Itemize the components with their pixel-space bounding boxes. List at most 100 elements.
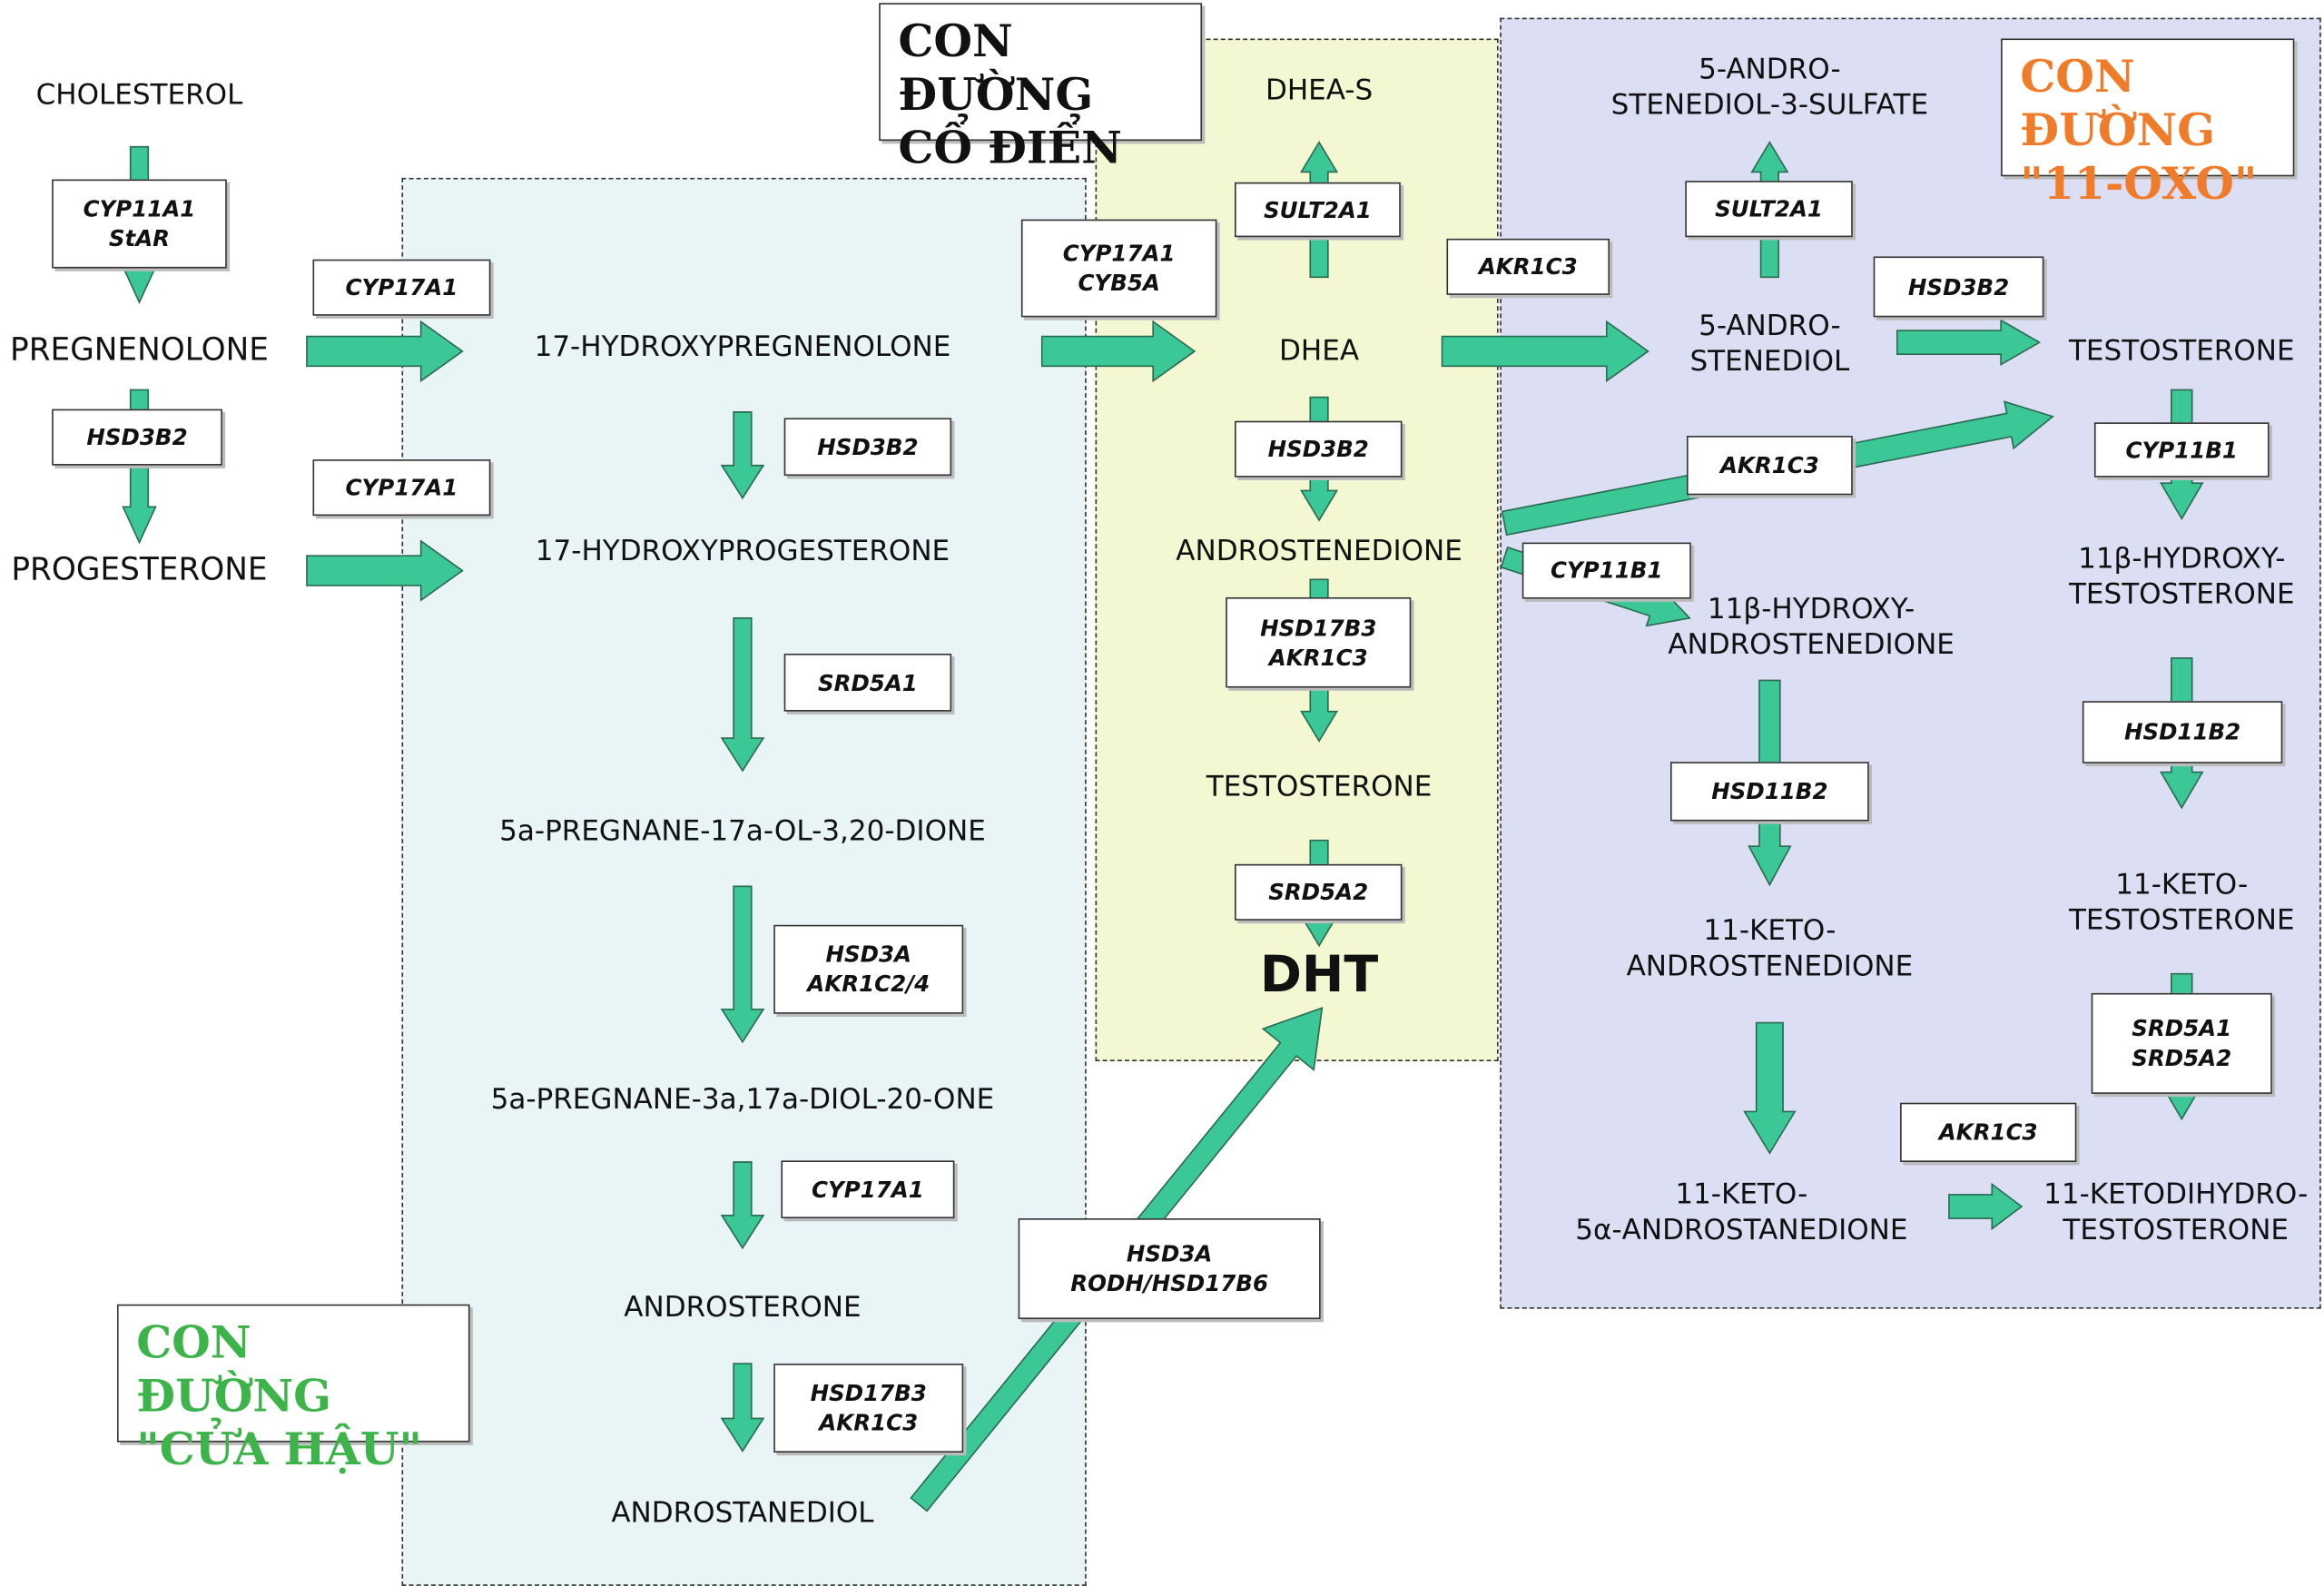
ketodihydrotestosterone-line-1: 11-KETODIHYDRO- [2043,1177,2309,1211]
enzyme-box-cyp11b1-androstenedione: CYP11B1 [1521,542,1691,599]
hsd3b2-classic-label: HSD3B2 [1267,435,1369,463]
srd5a1-oxo-label: SRD5A1 [2132,1015,2232,1042]
arrow-17ohprog-pregnane-dione [720,616,765,773]
hsd17b3-classic-label: HSD17B3 [1260,614,1377,642]
hydroxy-testosterone-line-1: 11β-HYDROXY- [2078,542,2286,576]
metabolite-11-keto-androstanedione: 11-KETO-5α-ANDROSTANEDIONE [1575,1177,1907,1247]
hsd17b3-backdoor-label: HSD17B3 [810,1379,927,1407]
keto-androstanedione-line-1: 11-KETO- [1675,1177,1808,1211]
enzyme-box-cyp17a1-preg: CYP17A1 [312,259,491,316]
sult2a1-oxo-label: SULT2A1 [1715,195,1823,222]
enzyme-box-hsd3b2-left: HSD3B2 [52,409,222,466]
androstenedione-label: ANDROSTENEDIONE [1176,535,1462,568]
akr1c3-backdoor-label: AKR1C3 [819,1409,919,1437]
progesterone-label: PROGESTERONE [11,551,268,587]
akr1c3-classic-label: AKR1C3 [1268,644,1368,671]
enzyme-box-hsd3b2-oxo: HSD3B2 [1873,256,2044,318]
enzyme-box-srd5a1-backdoor: SRD5A1 [783,653,952,712]
hsd3a-rodh-line-2: RODH/HSD17B6 [1070,1270,1269,1297]
enzyme-box-hsd11b2-b: HSD11B2 [2082,701,2283,763]
classic-title-line-2: CỔ ĐIỂN [898,123,1122,175]
oxo-pathway-title: CON ĐƯỜNG "11-OXO" [2001,38,2295,211]
androstenediol-line-1: 5-ANDRO- [1699,310,1841,343]
cyp17a1-backdoor-label: CYP17A1 [812,1176,924,1203]
enzyme-box-hsd11b2-a: HSD11B2 [1669,762,1869,822]
hydroxyprogesterone-label: 17-HYDROXYPROGESTERONE [535,535,950,568]
enzyme-box-srd5a2-classic: SRD5A2 [1234,863,1403,921]
akr1c24-label: AKR1C2/4 [807,970,931,998]
hydroxy-testosterone-line-2: TESTOSTERONE [2068,577,2295,611]
hsd11b2-b-label: HSD11B2 [2123,718,2241,746]
cyp11b1-a-label: CYP11B1 [1551,557,1663,585]
akr1c3-dhea-label: AKR1C3 [1478,253,1578,281]
arrow-ketoandrostenedione-ketoandrostanedione [1743,1021,1797,1155]
keto-androstenedione-line-2: ANDROSTENEDIONE [1626,950,1914,983]
arrow-dhea-androstenediol [1441,320,1649,383]
akr1c3-diagonal-label: AKR1C3 [1719,451,1819,479]
cyp17a1-cyb5a-line-1: CYP17A1 [1062,240,1176,267]
metabolite-11-ketodihydrotestosterone: 11-KETODIHYDRO-TESTOSTERONE [2043,1177,2308,1247]
metabolite-pregnane-diol: 5a-PREGNANE-3a,17a-DIOL-20-ONE [491,1082,995,1118]
hsd3b2-oxo-label: HSD3B2 [1907,273,2010,300]
backdoor-pathway-title: CON ĐƯỜNG "CỬA HẬU" [116,1304,470,1476]
androstenediol-sulfate-line-2: STENEDIOL-3-SULFATE [1610,88,1929,122]
arrow-androsterone-androstanediol [720,1363,765,1453]
dhea-label: DHEA [1279,334,1360,368]
srd5a2-classic-label: SRD5A2 [1268,879,1369,906]
cyp11b1-b-label: CYP11B1 [2125,436,2238,464]
hsd11b2-a-label: HSD11B2 [1711,778,1828,805]
enzyme-box-hsd3b2-backdoor: HSD3B2 [783,418,952,477]
metabolite-pregnane-dione: 5a-PREGNANE-17a-OL-3,20-DIONE [499,813,986,849]
classic-pathway-title: CON ĐƯỜNG CỔ ĐIỂN [879,3,1203,175]
metabolite-androsterone: ANDROSTERONE [624,1289,861,1325]
enzyme-box-akr1c3-dhea: AKR1C3 [1446,238,1610,295]
enzyme-box-cyp17a1-prog: CYP17A1 [312,459,491,517]
metabolite-11b-hydroxy-androstenedione: 11β-HYDROXY-ANDROSTENEDIONE [1668,591,1955,662]
oxo-title-line-2: "11-OXO" [2020,158,2258,211]
keto-testosterone-line-1: 11-KETO- [2115,868,2249,901]
keto-androstenedione-line-1: 11-KETO- [1703,914,1837,948]
classic-title-line-1: CON ĐƯỜNG [898,15,1094,122]
arrow-17ohpreg-dhea [1040,320,1196,383]
metabolite-androstanediol: ANDROSTANEDIOL [611,1495,873,1531]
metabolite-17-hydroxyprogesterone: 17-HYDROXYPROGESTERONE [536,534,950,569]
metabolite-dht: DHT [1260,946,1378,1005]
metabolite-17-hydroxypregnenolone: 17-HYDROXYPREGNENOLONE [535,329,951,364]
metabolite-11b-hydroxy-testosterone: 11β-HYDROXY-TESTOSTERONE [2069,541,2295,612]
cyp11a1-label: CYP11A1 [83,195,196,222]
hydroxy-androstenedione-line-2: ANDROSTENEDIONE [1668,628,1955,662]
star-label: StAR [108,225,171,252]
metabolite-dhea: DHEA [1279,333,1359,369]
metabolite-testosterone-oxo: TESTOSTERONE [2069,333,2295,369]
enzyme-box-cyp11b1-testosterone: CYP11B1 [2093,422,2270,478]
cholesterol-label: CHOLESTEROL [35,78,243,112]
enzyme-box-akr1c3-diagonal: AKR1C3 [1686,435,1853,496]
metabolite-11-keto-testosterone: 11-KETO-TESTOSTERONE [2069,867,2295,938]
metabolite-11-keto-androstenedione: 11-KETO-ANDROSTENEDIONE [1627,913,1914,984]
hydroxy-androstenedione-line-1: 11β-HYDROXY- [1707,593,1915,626]
cyp17a1-preg-label: CYP17A1 [345,274,458,301]
keto-testosterone-line-2: TESTOSTERONE [2068,903,2295,937]
testosterone-oxo-label: TESTOSTERONE [2068,334,2295,368]
arrow-pregnane-dione-diol [720,885,765,1044]
backdoor-title-line-1: CON ĐƯỜNG [136,1317,331,1423]
arrow-17ohpreg-17ohprog [720,411,765,500]
metabolite-testosterone-classic: TESTOSTERONE [1206,769,1433,804]
enzyme-box-sult2a1-classic: SULT2A1 [1234,182,1401,238]
enzyme-box-sult2a1-oxo: SULT2A1 [1685,181,1853,238]
hydroxypregnenolone-label: 17-HYDROXYPREGNENOLONE [534,330,951,363]
cyp17a1-prog-label: CYP17A1 [345,474,458,501]
dht-label: DHT [1259,945,1379,1005]
enzyme-box-hsd3b2-classic: HSD3B2 [1234,420,1403,478]
hsd3b2-backdoor-label: HSD3B2 [817,433,919,460]
pregnane-diol-label: 5a-PREGNANE-3a,17a-DIOL-20-ONE [490,1083,995,1117]
dhea-s-label: DHEA-S [1265,74,1374,107]
srd5a2-oxo-label: SRD5A2 [2132,1045,2232,1072]
metabolite-pregnenolone: PREGNENOLONE [10,332,269,368]
